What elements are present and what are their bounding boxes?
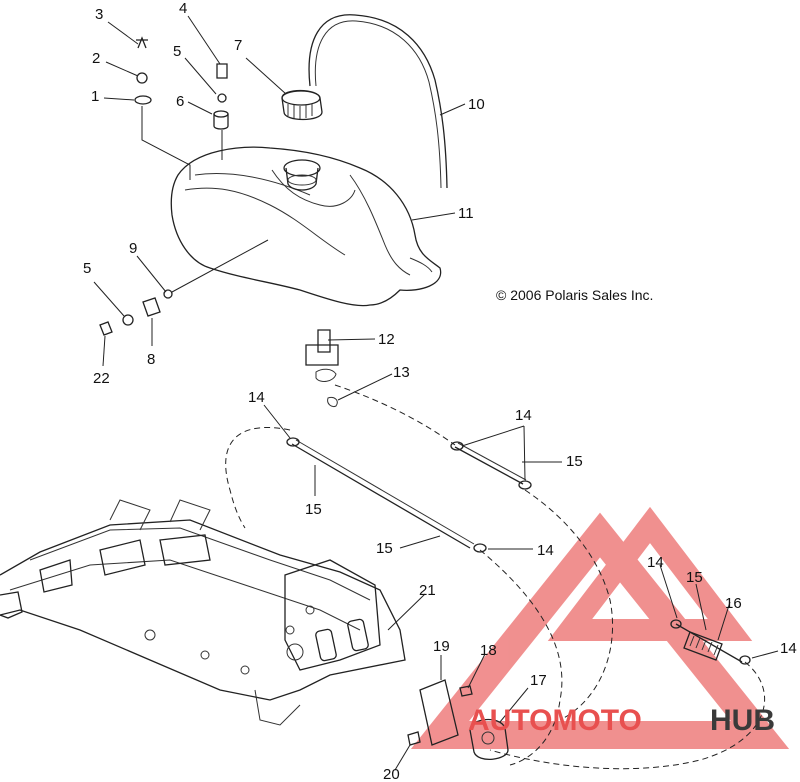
- watermark-text-hub: HUB: [710, 704, 775, 737]
- watermark-text-automoto: AUTOMOTO: [468, 704, 642, 737]
- vent-hose: [308, 14, 448, 189]
- callout-4: 4: [179, 0, 187, 17]
- callout-1: 1: [91, 88, 99, 105]
- callout-15-b: 15: [305, 501, 322, 518]
- fuel-filter: [683, 631, 723, 661]
- callout-21: 21: [419, 582, 436, 599]
- callout-13: 13: [393, 364, 410, 381]
- fuel-tank: [170, 146, 442, 307]
- callout-20: 20: [383, 766, 400, 782]
- callout-22: 22: [93, 370, 110, 387]
- watermark-logo: [410, 506, 790, 749]
- callout-15-a: 15: [566, 453, 583, 470]
- callout-11: 11: [458, 205, 474, 222]
- callout-18: 18: [480, 642, 497, 659]
- callout-10: 10: [468, 96, 485, 113]
- callout-14-a: 14: [248, 389, 265, 406]
- leader-lines: [93, 15, 779, 771]
- watermark-text: AUTOMOTO HUB: [468, 704, 775, 737]
- routing-lines: [225, 384, 766, 770]
- callout-17: 17: [530, 672, 547, 689]
- hose-clamps: [286, 437, 751, 665]
- filler-neck: [283, 159, 321, 191]
- callout-7: 7: [234, 37, 242, 54]
- callout-labels: 3 4 2 5 7 1 6 10 11 9 5 8 22 12 13 14 14…: [83, 0, 797, 782]
- copyright-notice: © 2006 Polaris Sales Inc.: [496, 287, 653, 303]
- callout-6: 6: [176, 93, 184, 110]
- callout-12: 12: [378, 331, 395, 348]
- vehicle-frame: [0, 499, 406, 726]
- hardware-items-top: [134, 36, 229, 130]
- callout-14-d: 14: [647, 554, 664, 571]
- callout-5-lower: 5: [83, 260, 91, 277]
- callout-3: 3: [95, 6, 103, 23]
- callout-15-c: 15: [376, 540, 393, 557]
- callout-16: 16: [725, 595, 742, 612]
- callout-9: 9: [129, 240, 137, 257]
- fuel-lines: [291, 439, 743, 663]
- fuel-valve: [305, 329, 339, 407]
- callout-5: 5: [173, 43, 181, 60]
- callout-14-e: 14: [780, 640, 797, 657]
- fuel-cap: [281, 89, 323, 121]
- hardware-items-mid: [99, 289, 173, 336]
- pump-assembly: [407, 679, 509, 760]
- callout-8: 8: [147, 351, 155, 368]
- callout-19: 19: [433, 638, 450, 655]
- callout-15-d: 15: [686, 569, 703, 586]
- callout-2: 2: [92, 50, 100, 67]
- callout-14-b: 14: [515, 407, 532, 424]
- callout-14-c: 14: [537, 542, 554, 559]
